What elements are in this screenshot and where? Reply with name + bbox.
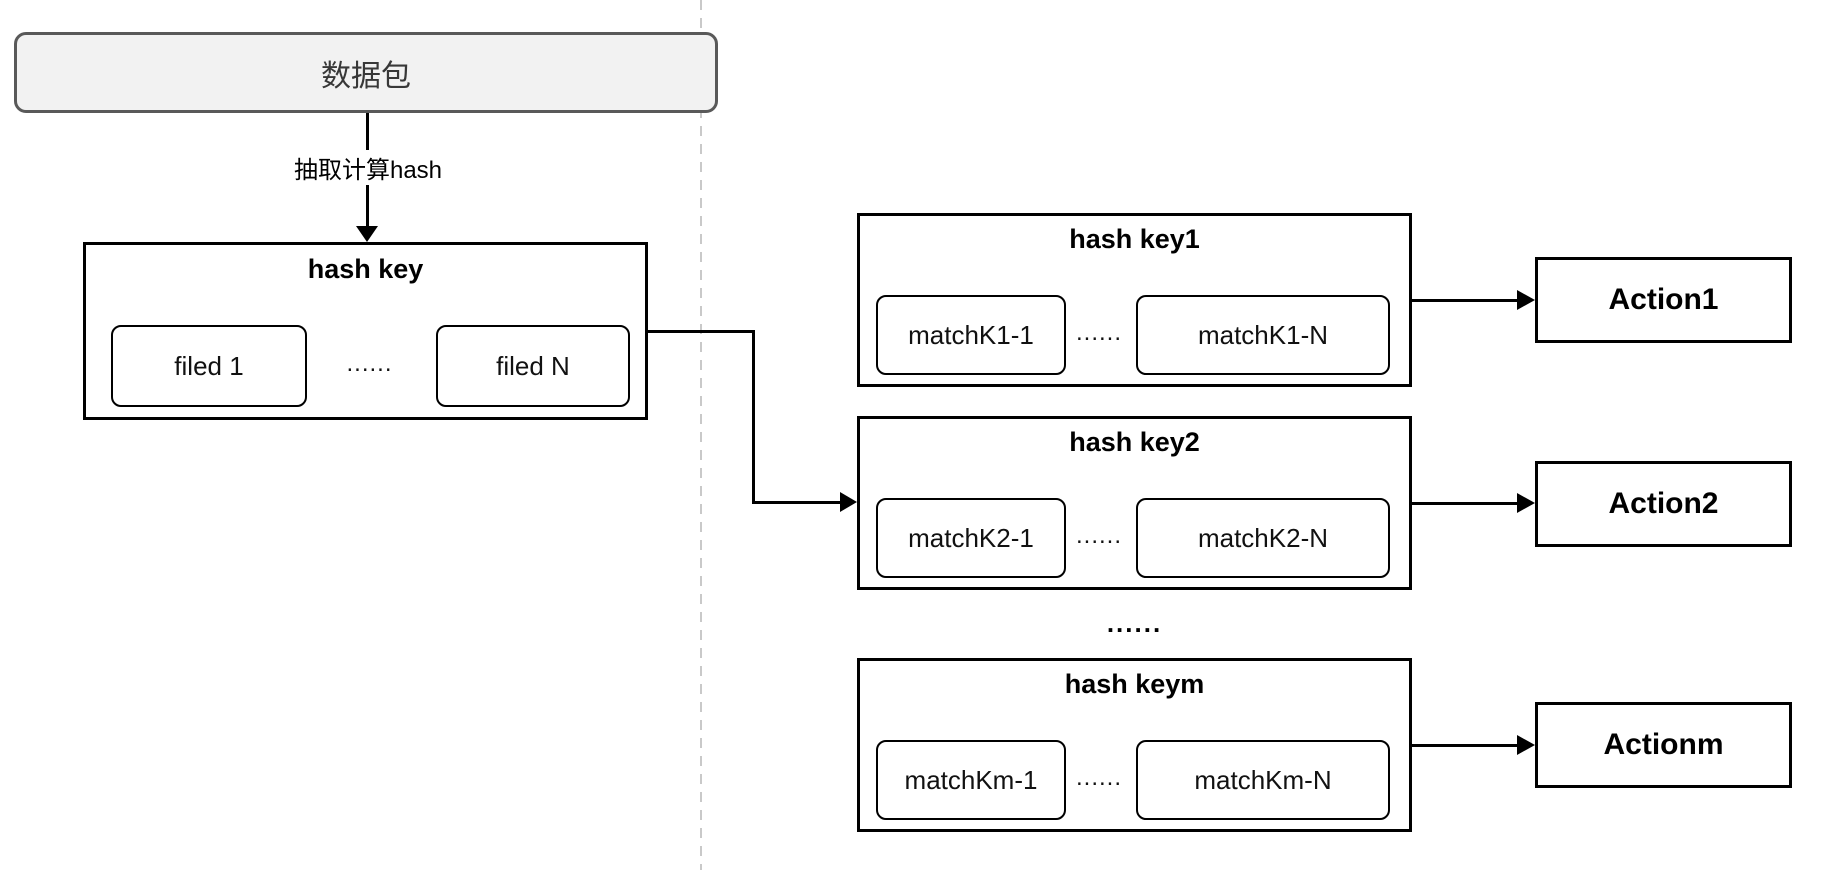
connector-action2-line xyxy=(1412,502,1517,505)
packet-box: 数据包 xyxy=(14,32,718,113)
extract-arrow-label: 抽取计算hash xyxy=(285,150,451,185)
hash-key-title: hash key xyxy=(307,254,424,284)
hash-key1-box: hash key1 matchK1-1 ...... matchK1-N xyxy=(857,213,1412,387)
match-km-1-box: matchKm-1 xyxy=(876,740,1066,820)
connector-actionm-arrow-head-icon xyxy=(1517,735,1535,755)
connector-action1-arrow-head-icon xyxy=(1517,290,1535,310)
hash-key1-title: hash key1 xyxy=(1069,224,1200,254)
hash-key2-ellipsis: ...... xyxy=(1075,522,1122,549)
connector-hashkey-arrow-head-icon xyxy=(840,492,857,512)
hash-keym-box: hash keym matchKm-1 ...... matchKm-N xyxy=(857,658,1412,832)
connector-actionm-line xyxy=(1412,744,1517,747)
hash-key-ellipsis: ...... xyxy=(346,350,393,377)
connector-action2-arrow-head-icon xyxy=(1517,493,1535,513)
match-k1-n-box: matchK1-N xyxy=(1136,295,1390,375)
hash-key1-ellipsis: ...... xyxy=(1075,319,1122,346)
key-groups-ellipsis: ...... xyxy=(1106,608,1163,638)
hash-keym-ellipsis: ...... xyxy=(1075,764,1122,791)
hash-key2-box: hash key2 matchK2-1 ...... matchK2-N xyxy=(857,416,1412,590)
hash-key-box: hash key filed 1 ...... filed N xyxy=(83,242,648,420)
match-k2-n-box: matchK2-N xyxy=(1136,498,1390,578)
field-n-box: filed N xyxy=(436,325,630,407)
match-km-n-box: matchKm-N xyxy=(1136,740,1390,820)
connector-hashkey-segment-vertical xyxy=(752,330,755,504)
match-k1-1-box: matchK1-1 xyxy=(876,295,1066,375)
hash-key2-title: hash key2 xyxy=(1069,427,1200,457)
hash-keym-title: hash keym xyxy=(1064,669,1205,699)
match-k2-1-box: matchK2-1 xyxy=(876,498,1066,578)
connector-action1-line xyxy=(1412,299,1517,302)
extract-arrow-head-icon xyxy=(356,226,378,242)
actionm-box: Actionm xyxy=(1535,702,1792,788)
action1-box: Action1 xyxy=(1535,257,1792,343)
connector-hashkey-segment-horizontal-2 xyxy=(752,501,840,504)
field-1-box: filed 1 xyxy=(111,325,307,407)
dashed-divider-line xyxy=(700,0,702,870)
packet-box-label: 数据包 xyxy=(321,59,411,93)
connector-hashkey-segment-horizontal-1 xyxy=(648,330,755,333)
action2-box: Action2 xyxy=(1535,461,1792,547)
